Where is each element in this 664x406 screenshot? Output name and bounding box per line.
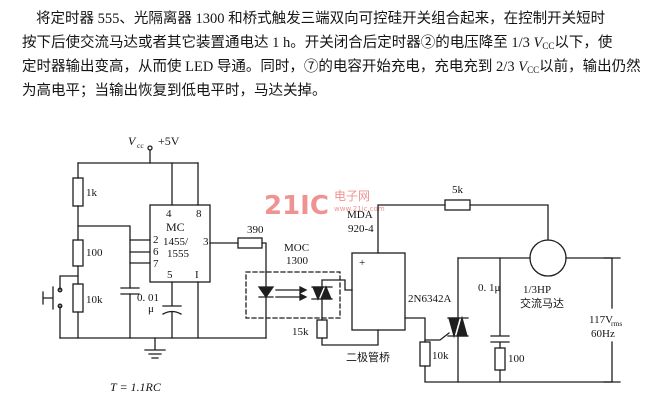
capacitor-unit: μ — [148, 303, 154, 315]
ic-pin-3: 3 — [203, 236, 209, 248]
switch-contact — [57, 287, 63, 293]
motor-rating: 1/3HP — [523, 284, 551, 296]
bridge-plus-sign: + — [359, 257, 365, 269]
supply-symbol: V — [128, 134, 137, 148]
pin-5-capacitor — [162, 281, 182, 339]
optocoupler-part: 1300 — [286, 255, 309, 267]
resistor-5k-label: 5k — [452, 184, 464, 196]
ic-pin-8: 8 — [196, 208, 202, 220]
ic-pin-7: 7 — [153, 258, 159, 270]
paragraph-line-3-text: 定时器输出变高，从而使 LED 导通。同时，⑦的电容开始充电，充电充到 2/3 — [22, 59, 519, 75]
paragraph-line-2-text: 按下后使交流马达或者其它装置通电达 1 h。开关闭合后定时器②的电压降至 1/3 — [22, 35, 534, 51]
bridge-part: 920-4 — [348, 223, 374, 235]
paragraph-line-2-tail: 以下，使 — [554, 35, 613, 51]
source-subscript: rms — [611, 319, 622, 328]
ac-source-terminals — [603, 257, 621, 383]
vcc-subscript: CC — [527, 65, 540, 75]
resistor-390-body — [237, 237, 263, 249]
ic-pin-5: 5 — [167, 269, 173, 281]
wire — [261, 242, 267, 288]
light-arrows — [275, 289, 301, 298]
switch-contact — [57, 303, 63, 309]
resistor-100-label: 100 — [86, 247, 103, 259]
triac-label: 2N6342A — [408, 293, 451, 305]
snubber-capacitor-label: 0. 1μ — [478, 282, 501, 294]
triac-icon — [448, 317, 460, 339]
resistor-100-snubber-body — [494, 347, 506, 371]
resistor-10k-gate-body — [419, 341, 431, 367]
bridge-top-wire — [377, 204, 446, 254]
triac-gate-wire — [424, 332, 450, 341]
arrow-head-icon — [299, 285, 308, 295]
phototriac-icon — [320, 285, 332, 300]
paragraph-line-3-tail: 以前，输出仍然 — [539, 59, 641, 75]
source-voltage: 117V — [589, 314, 613, 326]
switch-wires — [59, 275, 79, 339]
circuit-labels: V cc +5V 1k 100 10k 4 8 MC 1455/ 3 1555 … — [86, 134, 622, 394]
paragraph-line-3: 定时器输出变高，从而使 LED 导通。同时，⑦的电容开始充电，充电充到 2/3 … — [22, 57, 656, 77]
timing-formula: T = 1.1RC — [110, 380, 162, 394]
paragraph-line-2: 按下后使交流马达或者其它装置通电达 1 h。开关闭合后定时器②的电压降至 1/3… — [22, 33, 656, 53]
snubber-capacitor — [490, 257, 510, 349]
optocoupler-name: MOC — [284, 242, 309, 254]
motor-icon — [529, 239, 567, 277]
source-frequency: 60Hz — [591, 328, 615, 340]
power-section-wires — [351, 199, 621, 383]
timer-section-wires — [42, 145, 267, 359]
return-rail-wire — [424, 365, 613, 383]
resistor-100-body — [72, 239, 84, 267]
ic-name: MC — [166, 220, 185, 234]
phototriac-top-wire — [321, 279, 353, 291]
supply-subscript: cc — [137, 141, 144, 150]
ic-part-2: 1555 — [167, 248, 190, 260]
led-icon — [257, 286, 275, 299]
bridge-label: 二极管桥 — [346, 350, 390, 364]
motor-label: 交流马达 — [520, 296, 564, 310]
ic-part-1: 1455/ — [163, 236, 189, 248]
resistor-1k-body — [72, 177, 84, 207]
ic-pin-4: 4 — [166, 208, 172, 220]
ic-pin-2: 2 — [153, 234, 159, 246]
wire — [469, 204, 549, 241]
supply-voltage: +5V — [158, 134, 180, 148]
ic-pin-1: I — [195, 269, 199, 281]
watermark-cn: 电子网 — [334, 189, 370, 203]
phototriac-icon — [312, 286, 324, 301]
resistor-15k-body — [316, 319, 328, 339]
paragraph-line-1: 将定时器 555、光隔离器 1300 和桥式触发三端双向可控硅开关组合起来，在控… — [36, 11, 606, 27]
snubber-resistor-label: 100 — [508, 353, 525, 365]
watermark-url: www.21ic.com — [334, 205, 385, 213]
led-cathode-wire — [258, 296, 274, 339]
vcc-terminal — [147, 145, 153, 151]
resistor-390-label: 390 — [247, 224, 264, 236]
vcc-subscript: CC — [542, 41, 555, 51]
bridge-output-wire — [404, 317, 426, 343]
resistor-10k-label: 10k — [86, 294, 103, 306]
resistor-10k-gate-label: 10k — [432, 350, 449, 362]
pin-bus-wire — [77, 225, 131, 289]
vcc-symbol: V — [518, 59, 528, 75]
ground-icon — [144, 337, 166, 359]
resistor-10k-body — [72, 283, 84, 313]
watermark: 21IC 电子网 www.21ic.com — [264, 189, 385, 221]
capacitor-value: 0. 01 — [137, 292, 159, 304]
paragraph-line-4: 为高电平；当输出恢复到低电平时，马达关掉。 — [22, 83, 327, 99]
resistor-1k-label: 1k — [86, 187, 98, 199]
arrow-head-icon — [299, 292, 308, 302]
vcc-symbol: V — [533, 35, 543, 51]
watermark-logo: 21IC — [264, 191, 329, 221]
bridge-bottom-wire — [321, 329, 379, 346]
optocoupler — [245, 271, 379, 346]
push-button-icon — [42, 286, 54, 310]
bridge-name: MDA — [347, 209, 373, 221]
resistor-5k-body — [444, 199, 471, 211]
triac-icon — [456, 315, 468, 337]
ic-pin-6: 6 — [153, 246, 159, 258]
resistor-15k-label: 15k — [292, 326, 309, 338]
